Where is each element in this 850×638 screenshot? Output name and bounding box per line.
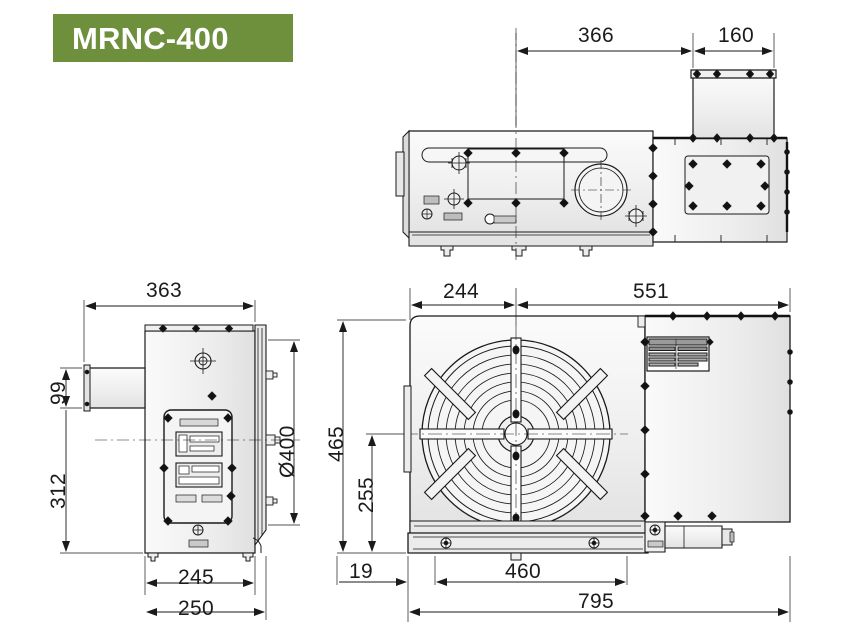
dimension-label-366: 366 [578,24,614,47]
dimension-label-245: 245 [178,566,214,589]
dimension-label-99: 99 [47,381,70,405]
dimension-label-250: 250 [178,597,214,620]
model-title-banner: MRNC-400 [53,14,293,62]
dimension-label-465: 465 [325,426,348,462]
dimension-label-255: 255 [355,477,378,513]
top-view-group [395,28,790,262]
dimension-label-d400: Ø400 [276,425,299,478]
model-title-text: MRNC-400 [72,20,229,56]
dimension-label-19: 19 [349,560,373,583]
dimension-label-244: 244 [443,280,479,303]
front-view-group [336,288,793,622]
dimension-label-312: 312 [47,473,70,509]
dimension-label-460: 460 [505,560,541,583]
dimension-label-795: 795 [578,590,614,613]
side-view-group [60,300,300,620]
nameplate [646,336,714,372]
dimension-label-363: 363 [146,279,182,302]
dimension-label-160: 160 [718,24,754,47]
rotary-table-face [404,326,628,542]
dimension-label-551: 551 [633,280,669,303]
